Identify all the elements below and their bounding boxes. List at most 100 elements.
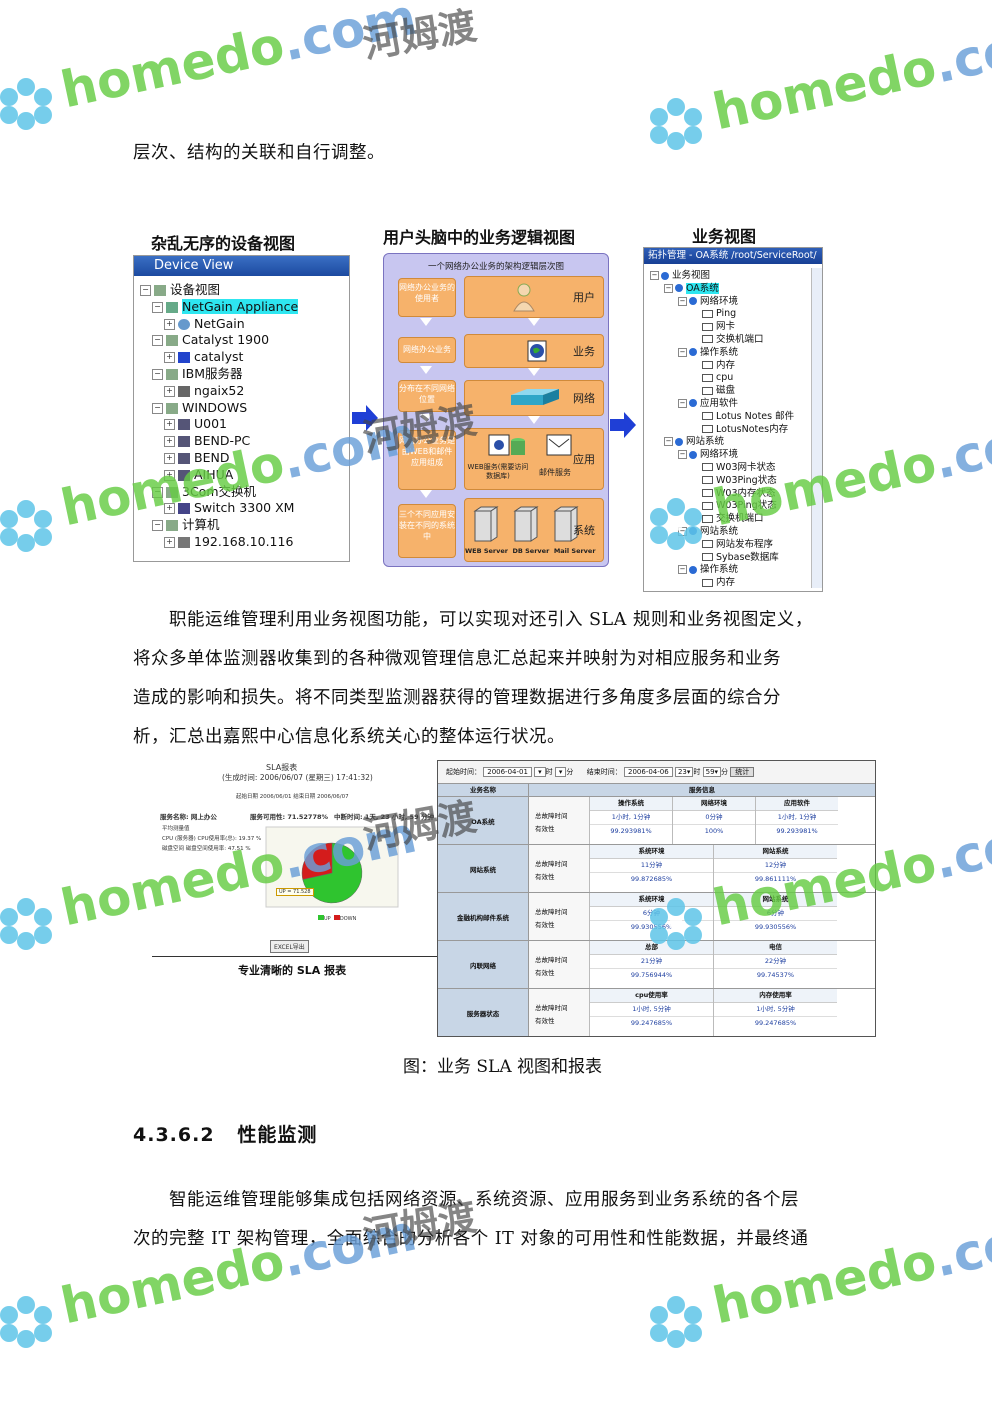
down-time-value: 1小时, 1分钟 [590,811,672,825]
tree-item[interactable]: +ngaix52 [140,383,349,400]
node-icon [689,348,697,357]
paragraph-line: 析，汇总出嘉熙中心信息化系统关心的整体运行状况。 [133,727,565,747]
availability-value: 99.293981% [776,827,818,835]
watermark-text: homedo.com [707,9,992,142]
device-icon [178,318,190,330]
tree-item[interactable]: −WINDOWS [140,400,349,417]
tree-item[interactable]: −NetGain Appliance [140,298,349,316]
tree-item[interactable]: +BEND [140,450,349,467]
switch-icon [178,352,190,364]
arrow-down-icon [420,490,432,498]
logic-left-box: 网络办公业务的使用者 [398,278,456,317]
tree-item[interactable]: Lotus Notes 邮件 [644,411,822,424]
tree-item[interactable]: +Switch 3300 XM [140,500,349,517]
pie-slice-down [301,842,333,880]
start-hour-select[interactable]: ▾ [534,767,546,777]
tree-item[interactable]: +AIHUA [140,467,349,484]
network-icon [166,486,178,498]
tree-item[interactable]: 磁盘 [644,385,822,398]
tree-item[interactable]: −网站系统 [664,436,725,448]
tree-item[interactable]: +catalyst [140,349,349,366]
tree-item[interactable]: −操作系统 [678,346,739,358]
start-date-input[interactable]: 2006-04-01 [483,767,532,777]
tree-item[interactable]: 交换机端口 [644,334,822,347]
arrow-down-icon [420,366,432,374]
end-date-input[interactable]: 2006-04-06 [624,767,673,777]
down-time-value: 1小时, 1分钟 [756,811,838,825]
flower-logo-icon [650,98,702,150]
tree-item[interactable]: W03Ping状态 [644,475,822,488]
tree-item[interactable]: −应用软件 [678,397,739,409]
pie-label: UP = 71.528 [276,888,314,896]
excel-export-button[interactable]: EXCEL导出 [270,940,309,953]
tree-item[interactable]: −操作系统 [678,564,739,576]
logic-left-box: 三个不同应用安装在不同的系统中 [398,504,456,558]
paragraph-line: 智能运维管理能够集成包括网络资源、系统资源、应用服务到业务系统的各个层 [169,1190,799,1210]
tree-item[interactable]: +NetGain [140,316,349,333]
tree-item[interactable]: −3Com交换机 [140,484,349,501]
tree-item[interactable]: −业务视图 [650,270,711,281]
tree-item[interactable]: 网卡 [644,321,822,334]
start-minute-select[interactable]: ▾ [554,767,567,777]
sla-service: 服务名称: 网上办公 [160,813,217,821]
logic-left-box: 网络办公业务是由WEB和邮件应用组成 [398,430,456,490]
availability-label: 有效性 [535,825,555,833]
business-name-cell: 内联网络 [438,941,529,988]
col-info-header: 服务信息 [689,786,715,794]
monitor-icon [702,540,713,549]
tree-item[interactable]: −设备视图 [140,282,349,299]
paragraph-performance: 智能运维管理能够集成包括网络资源、系统资源、应用服务到业务系统的各个层 次的完整… [133,1181,863,1259]
sla-generated: (生成时间: 2006/06/07 (星期三) 17:41:32) [222,773,373,782]
tree-item[interactable]: −网络环境 [678,449,739,461]
tree-item[interactable]: W03Ping状态 [644,500,822,513]
network-icon [166,402,178,414]
end-minute-select[interactable]: 59▾ [702,767,722,777]
tree-item[interactable]: −计算机 [140,517,349,534]
tree-item[interactable]: 网站发布程序 [644,539,822,552]
business-tree: −业务视图 −OA系统 −网络环境 Ping 网卡 交换机端口 −操作系统 内存… [644,264,822,590]
tree-item[interactable]: W03网卡状态 [644,462,822,475]
flower-logo-icon [0,1296,52,1348]
logic-view-header: 一个网络办公业务的架构逻辑层次图 [427,262,564,272]
tree-item[interactable]: Ping [644,308,822,321]
tree-item[interactable]: cpu [644,372,822,385]
end-hour-select[interactable]: 23▾ [674,767,694,777]
flower-logo-icon [0,78,52,130]
tree-item[interactable]: −网络环境 [678,295,739,307]
tree-item[interactable]: Sybase数据库 [644,552,822,565]
sla-metric: 平均测量值 [162,826,190,832]
availability-value: 99.247685% [630,1019,673,1027]
sla-availability: 服务可用性: 71.52778% [250,813,329,821]
tree-item[interactable]: 内存 [644,360,822,373]
tree-item[interactable]: LotusNotes内存 [644,424,822,437]
tree-item[interactable]: −OA系统 [664,282,719,294]
tree-item[interactable]: 内存 [644,577,822,590]
server-icon [473,506,579,542]
availability-value: 100% [704,827,724,835]
service-col-header: 网站系统 [714,893,837,907]
server-icon [178,385,190,397]
tree-item[interactable]: −IBM服务器 [140,366,349,383]
monitor-icon [702,335,713,344]
mail-icon [546,434,572,456]
business-name-cell: 金融机构邮件系统 [438,893,529,940]
stat-button[interactable]: 统计 [730,767,755,777]
business-name-cell: 服务器状态 [438,989,529,1036]
business-name-cell: OA系统 [438,797,529,844]
down-time-value: 12分钟 [714,859,837,873]
tree-item[interactable]: −Catalyst 1900 [140,332,349,349]
tree-item[interactable]: 交换机端口 [644,513,822,526]
scrollbar[interactable] [811,268,822,588]
tree-item[interactable]: +192.168.10.116 [140,534,349,551]
tree-item[interactable]: +BEND-PC [140,433,349,450]
network-icon [166,301,178,313]
node-icon [675,284,683,293]
tree-item[interactable]: W03内存状态 [644,488,822,501]
database-icon [488,434,525,456]
legend-swatch [333,915,340,920]
down-time-value: 22分钟 [714,955,837,969]
network-icon [166,520,178,532]
watermark-cn-text: 河姆渡 [359,3,480,67]
tree-item[interactable]: +U001 [140,416,349,433]
node-icon [689,297,697,306]
